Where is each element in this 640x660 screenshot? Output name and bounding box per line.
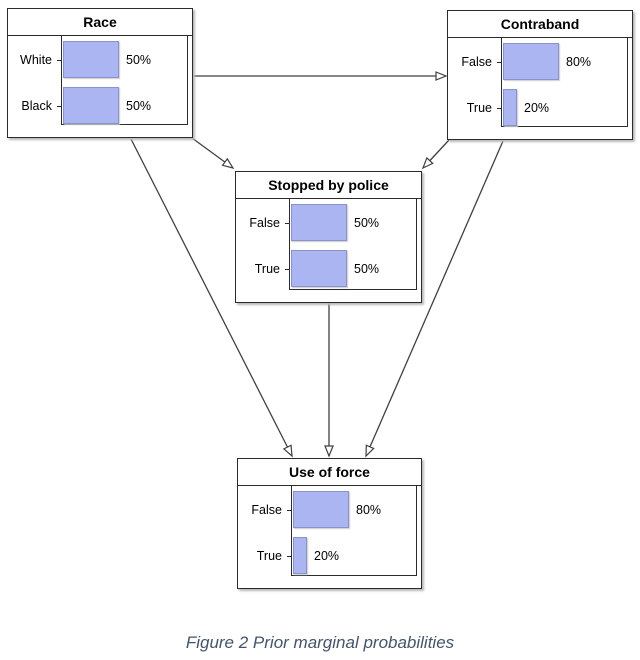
probability-value: 50% [126,52,152,67]
axis-tick [497,61,502,63]
probability-value: 50% [354,215,380,230]
figure-caption: Figure 2 Prior marginal probabilities [185,633,455,652]
bn-node-use-of-force: Use of force False 80% True 20% [237,458,422,589]
axis-tick [285,268,290,270]
probability-bar [503,89,517,126]
state-label: White [8,53,62,67]
bn-node-race: Race White 50% Black 50% [7,8,193,138]
probability-value: 50% [354,261,380,276]
probability-bar [293,537,307,574]
state-row: True 20% [448,89,632,126]
axis-tick [497,107,502,109]
probability-value: 50% [126,98,152,113]
state-row: False 50% [236,204,421,241]
probability-bar [291,204,347,241]
edge-race-force [130,138,293,458]
axis-tick [285,222,290,224]
axis-tick [57,59,62,61]
state-label: False [238,503,292,517]
axis-tick [57,105,62,107]
probability-value: 20% [524,100,550,115]
node-body: False 80% True 20% [448,38,632,139]
bn-node-stopped-by-police: Stopped by police False 50% True 50% [235,171,422,303]
node-title: Contraband [448,11,632,38]
node-body: False 50% True 50% [236,199,421,302]
bn-node-contraband: Contraband False 80% True 20% [447,10,633,140]
node-title: Stopped by police [236,172,421,199]
state-row: False 80% [238,491,421,528]
node-body: White 50% Black 50% [8,36,192,137]
state-row: True 50% [236,250,421,287]
state-row: White 50% [8,41,192,78]
plot-frame [61,36,188,125]
edge-contraband-force [365,140,504,458]
plot-frame [501,38,628,127]
edge-contraband-stopped [421,139,450,170]
probability-bar [63,87,119,124]
probability-bar [293,491,349,528]
probability-value: 80% [566,54,592,69]
state-label: False [448,55,502,69]
probability-bar [291,250,347,287]
state-label: True [448,101,502,115]
plot-frame [291,486,417,576]
state-label: True [236,262,290,276]
state-row: False 80% [448,43,632,80]
probability-value: 80% [356,502,382,517]
node-title: Use of force [238,459,421,486]
state-label: True [238,549,292,563]
plot-frame [289,199,417,290]
state-row: True 20% [238,537,421,574]
state-row: Black 50% [8,87,192,124]
axis-tick [287,509,292,511]
state-label: False [236,216,290,230]
edge-race-stopped [191,137,235,169]
probability-bar [63,41,119,78]
probability-value: 20% [314,548,340,563]
probability-bar [503,43,559,80]
node-body: False 80% True 20% [238,486,421,588]
axis-tick [287,555,292,557]
node-title: Race [8,9,192,36]
state-label: Black [8,99,62,113]
